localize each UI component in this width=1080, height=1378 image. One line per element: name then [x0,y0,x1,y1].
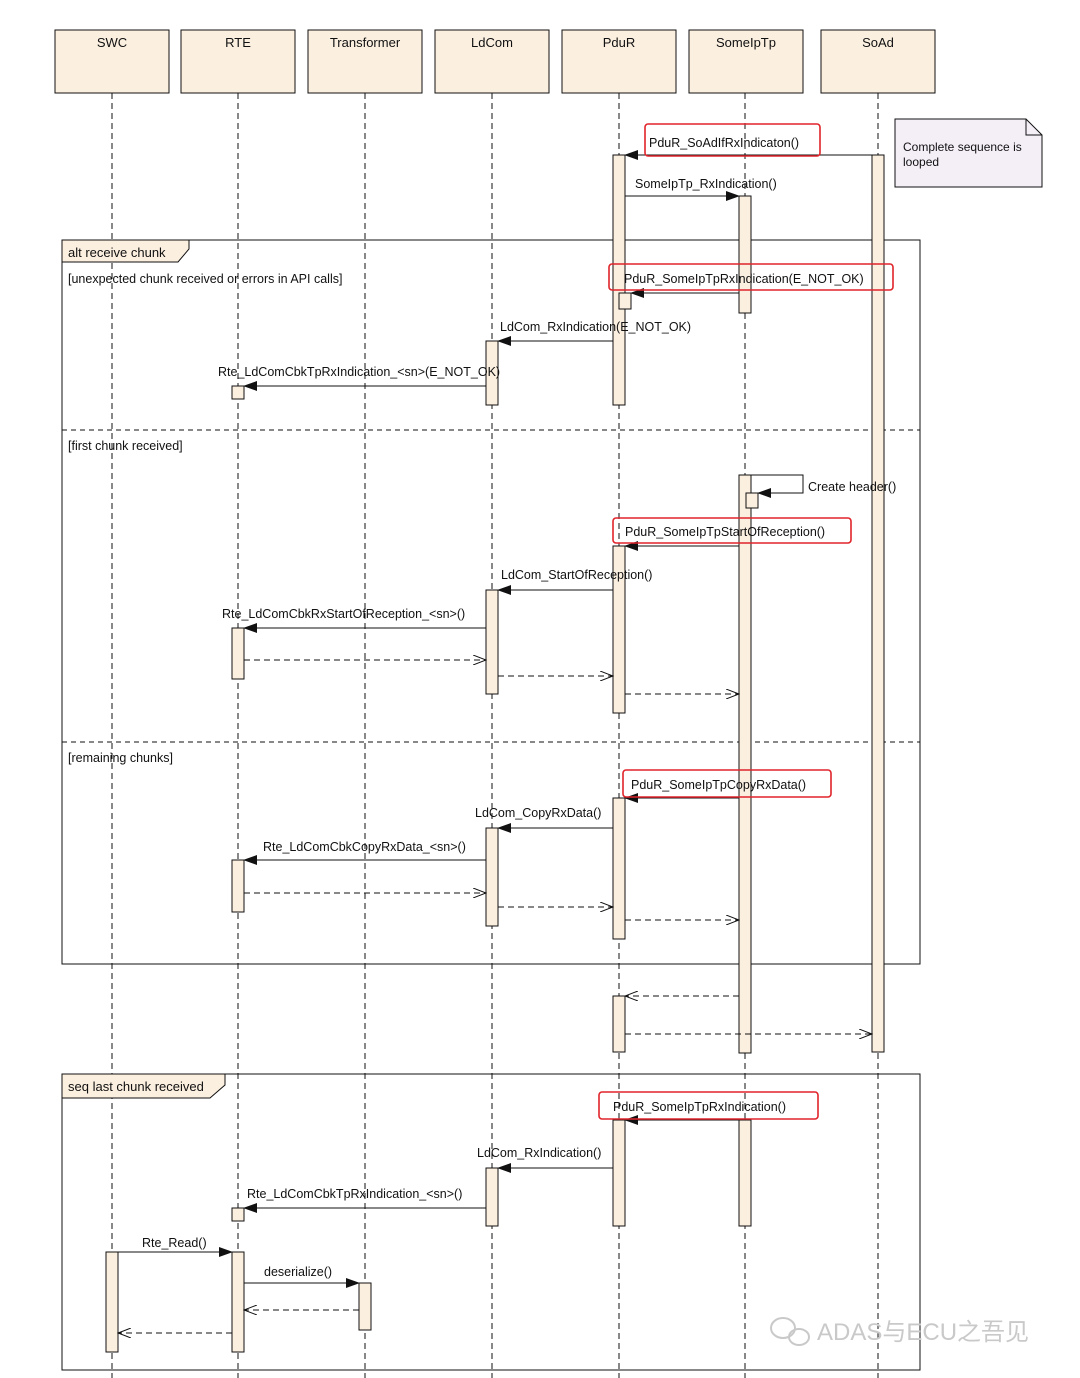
label-rte-read: Rte_Read() [142,1236,207,1250]
participant-box-soad [820,29,936,94]
participant-headers: SWC RTE Transformer LdCom PduR SomeIpTp … [54,29,936,94]
msg-create-header-arrow [751,474,804,498]
label-rte-sor: Rte_LdComCbkRxStartOfReception_<sn>() [222,607,465,621]
message-labels: PduR_SoAdIfRxIndicaton() SomeIpTp_RxIndi… [142,136,896,1279]
activation-pdur-nested [618,292,632,310]
label-rte-copy: Rte_LdComCbkCopyRxData_<sn>() [263,840,466,854]
label-pdur-rxind-notok: PduR_SomeIpTpRxIndication(E_NOT_OK) [624,272,864,286]
participant-box-transformer [307,29,423,94]
activation-rte-4 [231,1207,245,1222]
activation-ldcom-2 [485,589,499,695]
seq-frame-title: seq last chunk received [68,1079,204,1094]
participant-box-pdur [561,29,677,94]
alt-guard-first-chunk: [first chunk received] [68,439,183,453]
activation-rte-3 [231,859,245,913]
participant-label-ldcom: LdCom [471,35,513,50]
label-soad-rxind: PduR_SoAdIfRxIndicaton() [649,136,799,150]
activation-pdur-4 [612,995,626,1053]
note-fold [1025,119,1042,136]
watermark-text: ADAS与ECU之吾见 [817,1319,1029,1346]
messages [118,150,872,1333]
participant-box-someiptp [688,29,804,94]
activation-someiptp-2 [738,474,752,1054]
seq-frame-tab [61,1073,226,1099]
label-ldcom-sor: LdCom_StartOfReception() [501,568,652,582]
activation-rte-5 [231,1251,245,1353]
participant-label-transformer: Transformer [330,35,401,50]
alt-frame: alt receive chunk [unexpected chunk rece… [61,239,921,965]
activation-transformer [358,1282,372,1331]
activation-someiptp-3 [738,1119,752,1227]
label-create-header: Create header() [808,480,896,494]
activation-ldcom-4 [485,1167,499,1227]
activation-someiptp-nested [745,492,759,509]
note-line-1: Complete sequence is [903,140,1022,154]
note-shape [894,118,1043,188]
wechat-icon [770,1317,810,1346]
label-deserialize: deserialize() [264,1265,332,1279]
note: Complete sequence is looped [894,118,1043,188]
alt-guard-remaining-chunks: [remaining chunks] [68,751,173,765]
activation-pdur-1 [612,154,626,406]
label-tp-rxind: SomeIpTp_RxIndication() [635,177,777,191]
label-pdur-rxind: PduR_SomeIpTpRxIndication() [613,1100,786,1114]
activation-swc [105,1251,119,1353]
activation-someiptp-1 [738,195,752,314]
highlight-pdur-sor [612,517,852,544]
label-ldcom-copy: LdCom_CopyRxData() [475,806,601,820]
activation-soad [871,154,885,1053]
label-ldcom-rxind-notok: LdCom_RxIndication(E_NOT_OK) [500,320,691,334]
activation-pdur-3 [612,797,626,940]
participant-box-swc [54,29,170,94]
label-ldcom-rxind: LdCom_RxIndication() [477,1146,601,1160]
activation-rte-1 [231,385,245,400]
participant-box-ldcom [434,29,550,94]
participant-label-someiptp: SomeIpTp [716,35,776,50]
participant-label-rte: RTE [225,35,251,50]
activation-pdur-2 [612,545,626,714]
seq-frame-border [61,1073,921,1371]
highlight-pdur-rxind [598,1091,819,1120]
activation-rte-2 [231,627,245,680]
alt-frame-tab [61,239,190,263]
highlight-pdur-rxind-notok [608,263,894,291]
alt-guard-errors: [unexpected chunk received or errors in … [68,272,342,286]
activation-ldcom-3 [485,827,499,927]
activations [105,154,885,1353]
label-rte-tprxind-notok: Rte_LdComCbkTpRxIndication_<sn>(E_NOT_OK… [218,365,500,379]
note-line-2: looped [903,155,939,169]
label-rte-tprxind: Rte_LdComCbkTpRxIndication_<sn>() [247,1187,462,1201]
highlight-soad-rxind [644,123,821,157]
highlights [598,123,894,1120]
participant-label-soad: SoAd [862,35,894,50]
activation-pdur-5 [612,1119,626,1227]
watermark: ADAS与ECU之吾见 [770,1317,1029,1346]
highlight-pdur-copy [622,769,832,798]
participant-label-pdur: PduR [603,35,636,50]
label-pdur-sor: PduR_SomeIpTpStartOfReception() [625,525,825,539]
participant-box-rte [180,29,296,94]
alt-frame-title: alt receive chunk [68,245,166,260]
alt-frame-border [61,239,921,965]
label-pdur-copy: PduR_SomeIpTpCopyRxData() [631,778,806,792]
activation-ldcom-1 [485,340,499,406]
participant-label-swc: SWC [97,35,127,50]
seq-frame: seq last chunk received [61,1073,921,1371]
